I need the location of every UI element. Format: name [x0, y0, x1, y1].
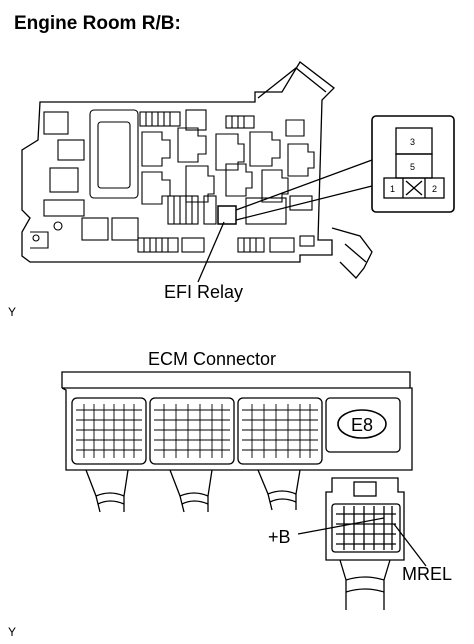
- ecm-connector-pins: [76, 404, 318, 458]
- pin-label-mrel: MREL: [402, 564, 453, 584]
- relay-pin-1: 1: [390, 184, 395, 194]
- efi-relay-label: EFI Relay: [164, 282, 244, 302]
- e8-connector-detail: [325, 477, 405, 610]
- relay-pin-2: 2: [432, 184, 437, 194]
- connector-code-label: E8: [351, 415, 373, 435]
- figure-footnote-bottom: Y: [8, 625, 17, 639]
- relay-pin-3: 3: [410, 137, 415, 147]
- pin-label-b: +B: [268, 527, 291, 547]
- relay-block-internals: [30, 109, 315, 253]
- relay-callout: [371, 115, 455, 213]
- wire-harness: [85, 469, 301, 513]
- callout-leader-2: [235, 185, 373, 221]
- relay-pin-5: 5: [410, 162, 415, 172]
- relay-block-outline: [21, 61, 373, 279]
- pin-mrel-leader: [393, 523, 427, 567]
- ecm-connector-title: ECM Connector: [148, 349, 277, 369]
- figure-footnote-top: Y: [8, 305, 17, 319]
- ecm-connector-housing: [61, 371, 413, 471]
- pin-b-leader: [297, 517, 385, 535]
- efi-relay-leader: [197, 221, 225, 283]
- callout-leader-1: [235, 159, 373, 211]
- engine-room-rb-title: Engine Room R/B:: [14, 13, 181, 34]
